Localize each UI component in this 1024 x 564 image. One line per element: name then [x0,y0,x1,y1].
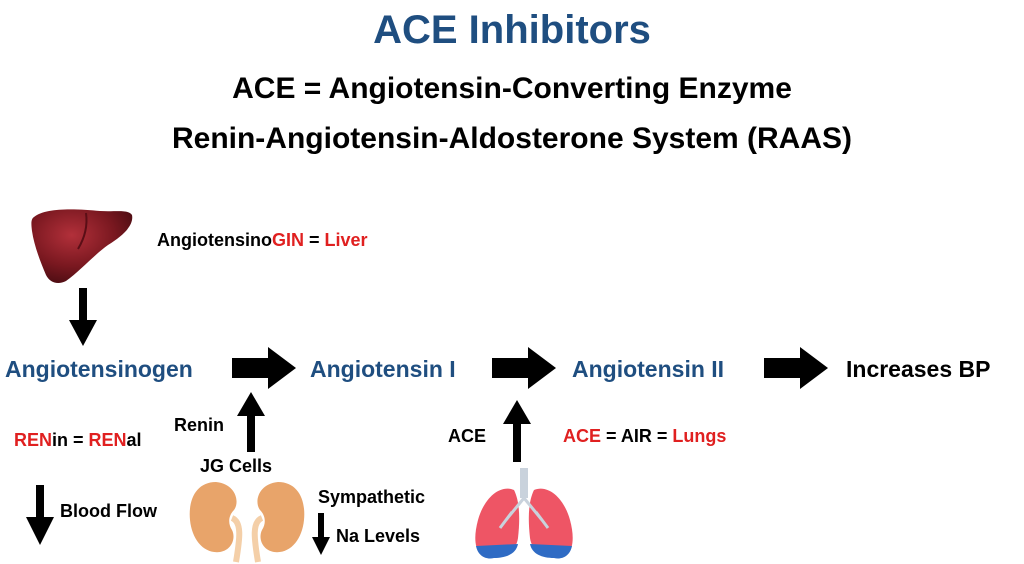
up-arrow-ace [503,400,531,462]
page-title: ACE Inhibitors [373,8,651,52]
renin-note-a-red: REN [14,430,53,450]
kidneys-icon [189,482,305,563]
node-angiotensin-i: Angiotensin I [310,356,456,382]
ace-air-lungs-note: ACE = AIR = Lungs [563,426,726,447]
node-angiotensin-ii: Angiotensin II [572,356,725,382]
renin-note-a-black: in = [52,430,89,450]
node-increases-bp: Increases BP [846,356,991,382]
right-arrow-2 [492,347,556,389]
node-angiotensinogen: Angiotensinogen [5,356,193,382]
renin-note-b-red: REN [88,430,127,450]
ace-label: ACE [448,426,487,446]
liver-note-highlight: GIN [272,230,305,250]
ace-note-ace: ACE [563,426,602,446]
liver-icon [31,209,133,283]
subtitle-raas: Renin-Angiotensin-Aldosterone System (RA… [171,122,853,155]
down-arrow-blood-flow [26,485,54,545]
ace-note-mid: = AIR = [601,426,673,446]
renin-renal-note: RENin = RENal [14,430,142,451]
liver-note: AngiotensinoGIN = Liver [157,230,368,251]
na-levels-label: Na Levels [336,526,421,546]
jg-cells-label: JG Cells [200,456,273,476]
renin-note-b-black: al [126,430,142,450]
subtitle-ace-definition: ACE = Angiotensin-Converting Enzyme [232,72,792,105]
down-arrow-na [312,513,330,555]
renin-label: Renin [174,415,225,435]
blood-flow-label: Blood Flow [60,501,157,521]
lungs-icon [475,468,573,559]
liver-note-prefix: Angiotensino [157,230,272,250]
right-arrow-1 [232,347,296,389]
up-arrow-renin [237,392,265,452]
liver-note-eq: = [304,230,325,250]
ace-note-lungs: Lungs [672,426,727,446]
right-arrow-3 [764,347,828,389]
sympathetic-label: Sympathetic [318,487,426,507]
down-arrow-liver [69,288,97,346]
liver-note-organ: Liver [324,230,368,250]
